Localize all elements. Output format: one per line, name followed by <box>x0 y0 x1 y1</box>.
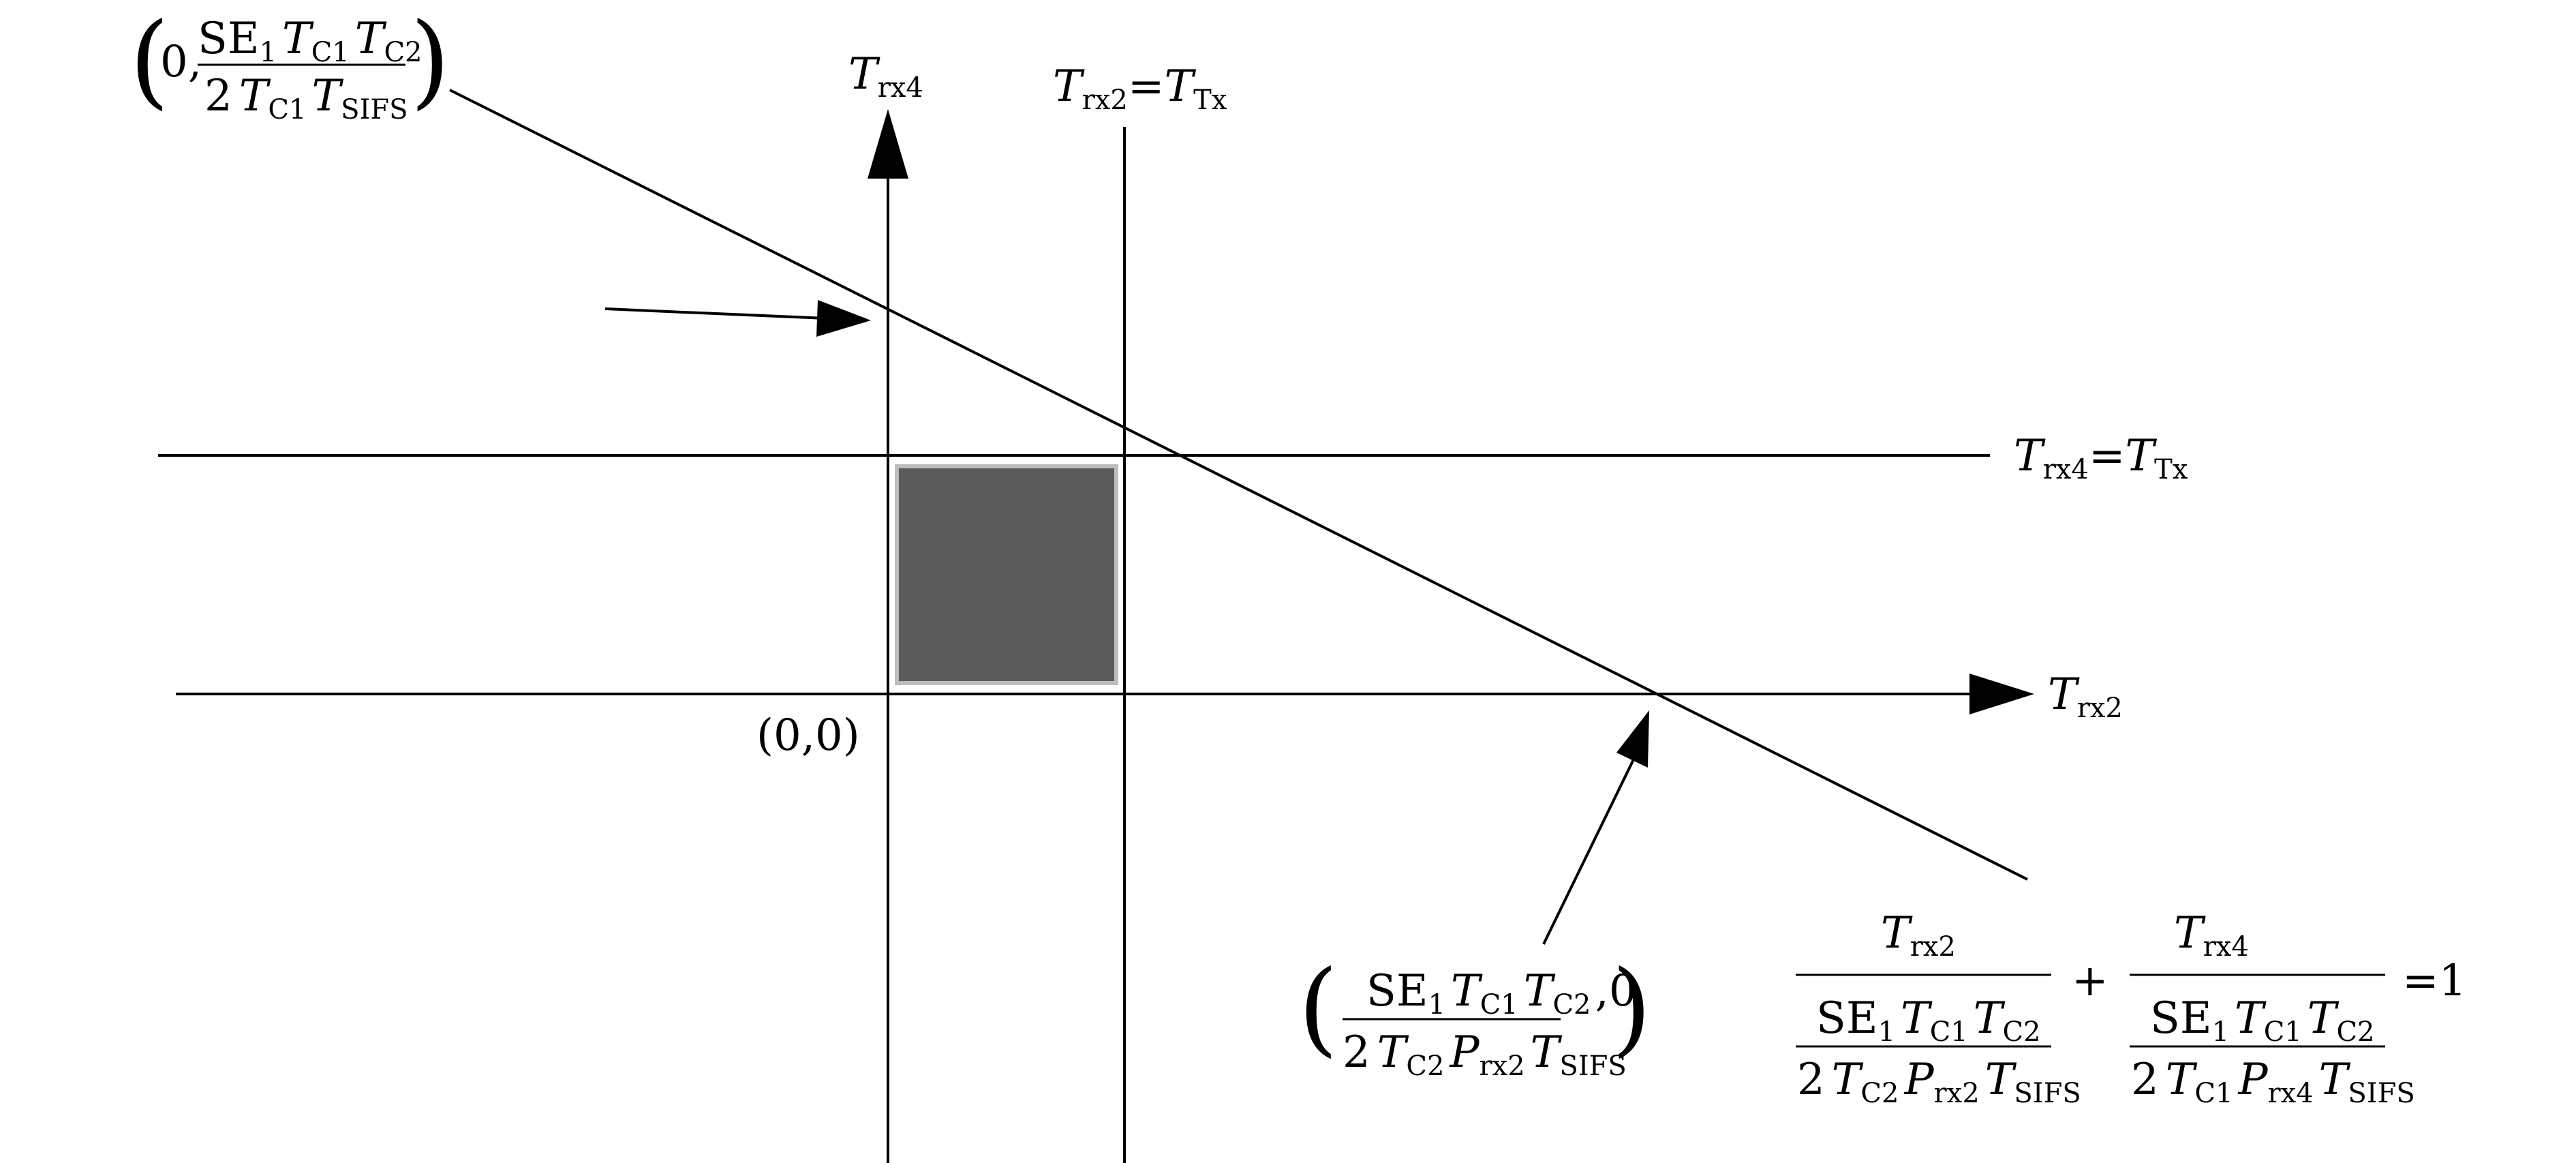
y-axis-arrowhead <box>868 109 908 179</box>
y-intercept-pointer <box>604 307 827 320</box>
x-intercept-close-paren: ) <box>1612 949 1652 1068</box>
x-axis-label: Trx2 <box>2048 669 2123 724</box>
y-intercept-open-paren: ( <box>129 1 170 120</box>
constraint-line <box>449 89 2028 881</box>
y-axis-label: Trx4 <box>848 49 923 104</box>
x-axis-arrowhead <box>1969 674 2034 714</box>
y-intercept-close-paren: ) <box>410 1 450 120</box>
eq-frac1-top: Trx2 <box>1881 908 1956 963</box>
origin-label: (0,0) <box>756 710 860 761</box>
x-intercept-open-paren: ( <box>1298 949 1338 1068</box>
feasible-region <box>895 464 1118 685</box>
x-intercept-pointer-head <box>1616 710 1649 768</box>
eq-frac2-top: Trx4 <box>2174 908 2249 963</box>
y-intercept-zero: 0, <box>160 37 202 87</box>
eq-plus: + <box>2072 956 2109 1006</box>
vline-label: Trx2=TTx <box>1053 61 1227 116</box>
x-intercept-pointer <box>1542 755 1637 945</box>
eq-equals-one: =1 <box>2402 956 2466 1006</box>
y-intercept-pointer-head <box>816 300 871 337</box>
hline-label: Trx4=TTx <box>2014 431 2188 485</box>
